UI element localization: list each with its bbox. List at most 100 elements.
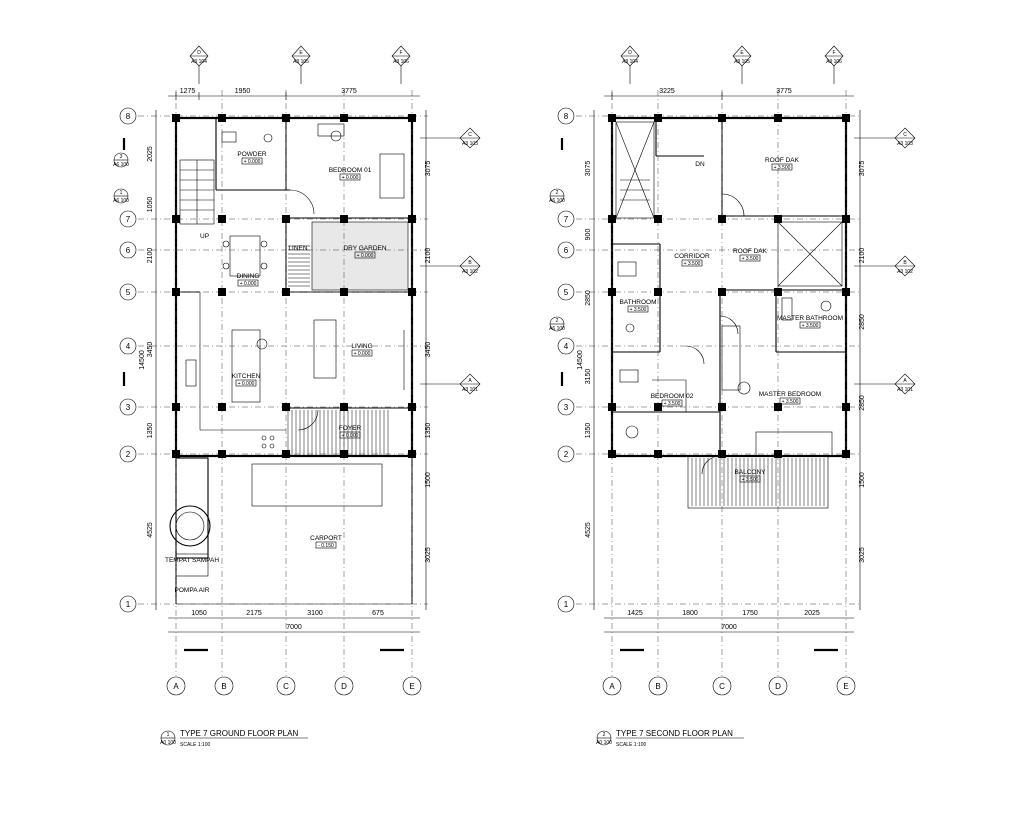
top-dimension: 1275 <box>180 88 196 95</box>
structural-column <box>172 450 180 458</box>
left-dimension: 2100 <box>147 248 154 264</box>
section-marker-sheet: A3 105 <box>293 59 309 65</box>
structural-column <box>218 403 226 411</box>
structural-column <box>340 288 348 296</box>
grid-bubble-row <box>119 107 137 125</box>
grid-bubble-row <box>119 241 137 259</box>
bottom-dimension: 3100 <box>307 610 323 617</box>
left-dimension: 2025 <box>147 146 154 162</box>
level-tag <box>661 399 683 407</box>
right-dimension: 2100 <box>859 248 866 264</box>
section-marker-letter: B <box>468 260 472 266</box>
section-marker-sheet: A3 106 <box>393 59 409 65</box>
room-level: + 3.500 <box>742 256 759 262</box>
water-tank-icon <box>169 505 211 547</box>
room-level: + 0.000 <box>342 175 359 181</box>
plan-scale: SCALE 1:100 <box>180 742 211 748</box>
section-marker-sheet: A3 103 <box>897 141 913 147</box>
left-dimension: 1050 <box>147 197 154 213</box>
level-tag <box>241 157 263 165</box>
section-marker-letter: D <box>197 50 201 56</box>
structural-column <box>408 288 416 296</box>
structural-column <box>172 215 180 223</box>
structural-column <box>774 114 782 122</box>
structural-column <box>654 403 662 411</box>
structural-column <box>842 403 850 411</box>
grid-row-label: 6 <box>564 246 569 255</box>
section-marker-sheet: A3 104 <box>622 59 638 65</box>
grid-col-label: D <box>775 682 781 691</box>
grid-bubble-row <box>119 398 137 416</box>
grid-bubble-row <box>119 337 137 355</box>
room-level: + 0.000 <box>238 381 255 387</box>
section-marker-sheet: A3 101 <box>462 387 478 393</box>
grid-row-label: 6 <box>126 246 131 255</box>
right-dimension: 1500 <box>859 472 866 488</box>
grid-col-label: C <box>719 682 725 691</box>
kitchen-island-icon <box>231 329 261 403</box>
structural-column <box>340 215 348 223</box>
section-marker-sheet: A3 102 <box>462 269 478 275</box>
structural-column <box>774 450 782 458</box>
left-dimension: 1350 <box>147 423 154 439</box>
bed-icon <box>379 153 405 199</box>
title-sheet: A0 100 <box>596 740 612 746</box>
grid-layer <box>113 45 916 746</box>
grid-bubble-row <box>557 445 575 463</box>
level-tag <box>237 279 259 287</box>
structural-column <box>172 403 180 411</box>
left-dimension: 4525 <box>585 522 592 538</box>
structural-column <box>774 215 782 223</box>
grid-bubble-row <box>119 595 137 613</box>
room-name: DRY GARDEN <box>343 245 386 252</box>
section-marker-letter: B <box>903 260 907 266</box>
top-dimension: 1950 <box>235 88 251 95</box>
elevation-marker-sheet: A6 100 <box>549 326 565 332</box>
room-name: BEDROOM 01 <box>329 167 372 174</box>
structural-column <box>774 288 782 296</box>
grid-bubble-row <box>557 283 575 301</box>
grid-row-label: 8 <box>126 112 131 121</box>
structural-column <box>842 288 850 296</box>
room-level: + 0.000 <box>244 159 261 165</box>
grid-bubble-col <box>214 676 234 696</box>
elevation-marker-letter: 2 <box>556 190 559 196</box>
top-dimension: 3775 <box>776 88 792 95</box>
grid-row-label: 2 <box>564 450 569 459</box>
structural-column <box>718 450 726 458</box>
room-level: + 0.000 <box>354 351 371 357</box>
grid-bubble-col <box>402 676 422 696</box>
elevation-marker-sheet: A6 100 <box>113 162 129 168</box>
left-dimension: 1350 <box>585 423 592 439</box>
structural-column <box>608 403 616 411</box>
title-number: 1 <box>167 732 170 738</box>
sofa-icon <box>313 319 337 379</box>
section-marker-sheet: A3 101 <box>897 387 913 393</box>
structural-column <box>218 215 226 223</box>
top-dimension: 3225 <box>659 88 675 95</box>
grid-col-label: B <box>221 682 226 691</box>
grid-bubble-row <box>557 595 575 613</box>
pump-note: POMPA AIR <box>175 587 210 594</box>
grid-bubble-row <box>557 107 575 125</box>
total-width-dimension: 7000 <box>286 624 302 631</box>
grid-bubble-col <box>768 676 788 696</box>
level-tag <box>351 349 373 357</box>
grid-bubble-col <box>166 676 186 696</box>
level-tag <box>354 251 376 259</box>
room-level: + 3.500 <box>684 261 701 267</box>
grid-bubble-col <box>648 676 668 696</box>
section-marker-letter: A <box>903 378 907 384</box>
structural-column <box>608 288 616 296</box>
structural-column <box>842 450 850 458</box>
section-marker-sheet: A3 104 <box>191 59 207 65</box>
grid-row-label: 5 <box>564 288 569 297</box>
grid-col-label: C <box>283 682 289 691</box>
second-floor-plan <box>610 116 848 509</box>
grid-row-label: 4 <box>126 342 131 351</box>
right-dimension: 2850 <box>859 395 866 411</box>
structural-column <box>172 114 180 122</box>
structural-column <box>842 215 850 223</box>
left-dimension: 2850 <box>585 290 592 306</box>
structural-column <box>408 114 416 122</box>
